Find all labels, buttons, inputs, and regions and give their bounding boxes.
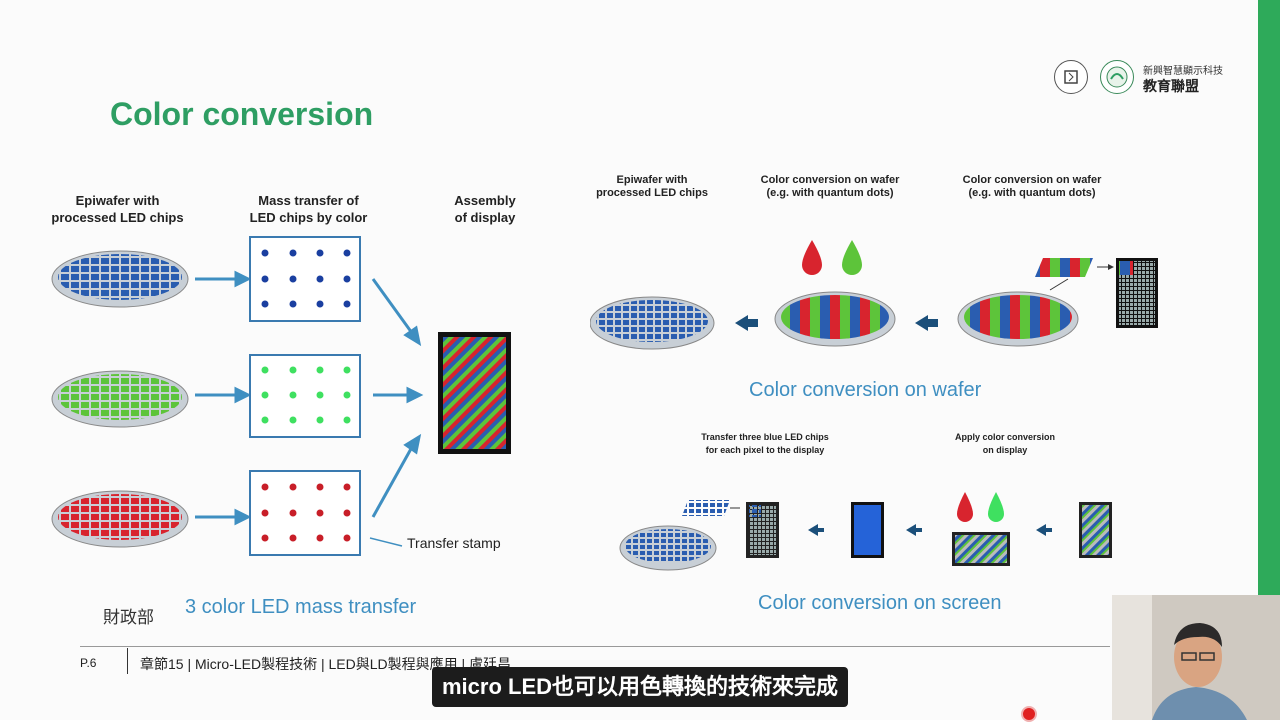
left-col2-label: Mass transfer of LED chips by color bbox=[249, 193, 368, 225]
left-diagram bbox=[51, 236, 511, 556]
converted-wafer bbox=[774, 291, 896, 347]
chip-logo-icon bbox=[1054, 60, 1088, 94]
transfer-stamp-label: Transfer stamp bbox=[407, 535, 501, 551]
right-bottom-label1: Transfer three blue LED chips for each p… bbox=[701, 432, 829, 455]
epiwafer-bottom bbox=[619, 525, 717, 571]
left-col1-label: Epiwafer with processed LED chips bbox=[51, 193, 184, 225]
footer-separator bbox=[127, 648, 128, 674]
right-bottom-diagram bbox=[619, 492, 1112, 571]
right-bottom-label2: Apply color conversion on display bbox=[954, 432, 1056, 455]
right-top-label2: Color conversion on wafer (e.g. with qua… bbox=[760, 174, 900, 199]
org-name-line2: 教育聯盟 bbox=[1143, 78, 1199, 94]
accent-bar bbox=[1258, 0, 1280, 595]
right-top-diagram bbox=[590, 240, 1158, 350]
left-caption: 3 color LED mass transfer bbox=[185, 596, 417, 618]
green-drop-icon bbox=[842, 240, 862, 275]
video-subtitle: micro LED也可以用色轉換的技術來完成 bbox=[432, 667, 849, 707]
red-wafer bbox=[51, 490, 189, 548]
red-drop-small-icon bbox=[957, 492, 973, 522]
university-seal-icon bbox=[1100, 60, 1134, 94]
footer-divider bbox=[80, 646, 1110, 647]
right-top-label1: Epiwafer with processed LED chips bbox=[596, 174, 708, 199]
converted-wafer-2 bbox=[957, 291, 1079, 347]
ministry-label: 財政部 bbox=[103, 608, 154, 627]
left-col3-label: Assembly of display bbox=[454, 193, 516, 225]
red-drop-icon bbox=[802, 240, 822, 275]
slide-title: Color conversion bbox=[110, 96, 374, 132]
green-drop-small-icon bbox=[988, 492, 1004, 522]
epiwafer-top bbox=[590, 296, 715, 350]
right-bottom-caption: Color conversion on screen bbox=[758, 592, 1002, 614]
presenter-webcam bbox=[1112, 595, 1280, 720]
footer-text: 章節15 | Micro-LED製程技術 | LED與LD製程與應用 | 盧廷昌 bbox=[140, 656, 512, 672]
page-number: P.6 bbox=[80, 656, 97, 670]
blue-wafer bbox=[51, 250, 189, 308]
right-top-label3: Color conversion on wafer (e.g. with qua… bbox=[962, 174, 1102, 199]
right-top-caption: Color conversion on wafer bbox=[749, 379, 982, 401]
org-name-line1: 新興智慧顯示科技 bbox=[1143, 66, 1223, 77]
green-wafer bbox=[51, 370, 189, 428]
